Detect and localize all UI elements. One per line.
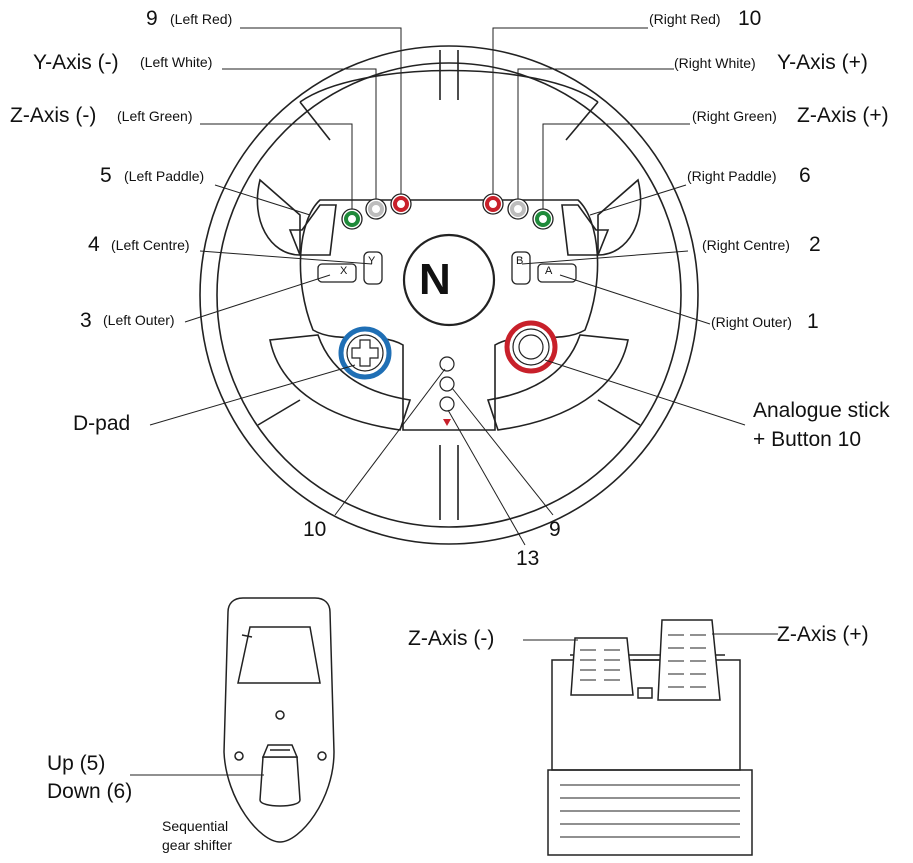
left-green-label: (Left Green) <box>117 108 193 124</box>
bottom-number-13: 13 <box>516 547 540 570</box>
wheel-rim-inner <box>216 62 682 528</box>
right-centre-number: 2 <box>809 233 821 256</box>
left-outer-label: (Left Outer) <box>103 312 175 328</box>
right-white-label: (Right White) <box>674 55 756 71</box>
dpad-label: D-pad <box>73 412 131 435</box>
wheel-top-grip <box>299 69 599 103</box>
pedal-left-axis: Z-Axis (-) <box>408 627 495 650</box>
left-centre-number: 4 <box>88 233 100 256</box>
right-green-label: (Right Green) <box>692 108 777 124</box>
pedal-right-plate <box>657 619 721 701</box>
right-red-number: 10 <box>738 7 762 30</box>
left-paddle-label: (Left Paddle) <box>124 168 205 184</box>
left-centre-button <box>363 251 383 285</box>
left-white-axis: Y-Axis (-) <box>33 51 119 74</box>
right-centre-button <box>511 251 531 285</box>
menu-button <box>439 376 455 392</box>
left-red-number: 9 <box>146 7 158 30</box>
analogue-label-line1: Analogue stick <box>753 399 890 422</box>
left-lower-pod <box>269 334 412 431</box>
left-red-label: (Left Red) <box>170 11 233 27</box>
right-red-label: (Right Red) <box>649 11 721 27</box>
dpad-icon <box>351 339 379 367</box>
shifter-window <box>237 626 321 684</box>
left-outer-button <box>317 263 357 283</box>
button-y-label: Y <box>368 255 376 267</box>
left-outer-number: 3 <box>80 309 92 332</box>
shifter-knob <box>259 756 301 807</box>
left-centre-label: (Left Centre) <box>111 237 190 253</box>
shifter-caption-line2: gear shifter <box>162 837 233 853</box>
left-paddle-number: 5 <box>100 164 112 187</box>
home-button <box>439 396 455 412</box>
logo-ring <box>402 233 496 327</box>
right-centre-label: (Right Centre) <box>702 237 790 253</box>
right-white-axis: Y-Axis (+) <box>777 51 868 74</box>
view-button <box>439 356 455 372</box>
wheel-hub <box>299 199 599 431</box>
left-green-axis: Z-Axis (-) <box>10 104 97 127</box>
pedal-heel-rest <box>547 769 753 856</box>
right-paddle-label: (Right Paddle) <box>687 168 777 184</box>
wheel-left-spoke <box>256 178 301 256</box>
right-outer-number: 1 <box>807 310 819 333</box>
logo-text: N <box>419 255 451 304</box>
bottom-number-10: 10 <box>303 518 327 541</box>
right-outer-label: (Right Outer) <box>711 314 792 330</box>
shifter-down-label: Down (6) <box>47 780 133 803</box>
button-b-label: B <box>516 255 524 267</box>
analogue-label-line2: + Button 10 <box>753 428 862 451</box>
bottom-number-9: 9 <box>549 518 561 541</box>
shifter-caption-line1: Sequential <box>162 818 229 834</box>
shifter-body <box>223 597 335 843</box>
left-white-label: (Left White) <box>140 54 213 70</box>
pedal-left-plate <box>570 637 634 696</box>
wheel-right-spoke <box>597 178 642 256</box>
right-paddle-number: 6 <box>799 164 811 187</box>
indicator-arrow <box>443 419 451 426</box>
button-x-label: X <box>340 265 348 277</box>
wheel-rim-outer <box>199 45 699 545</box>
right-paddle <box>561 204 610 256</box>
analog-stick-cap <box>518 334 544 360</box>
left-paddle <box>288 204 337 256</box>
shifter-up-label: Up (5) <box>47 752 106 775</box>
right-green-axis: Z-Axis (+) <box>797 104 889 127</box>
right-outer-button <box>537 263 577 283</box>
pedal-right-axis: Z-Axis (+) <box>777 623 869 646</box>
button-a-label: A <box>545 265 553 277</box>
